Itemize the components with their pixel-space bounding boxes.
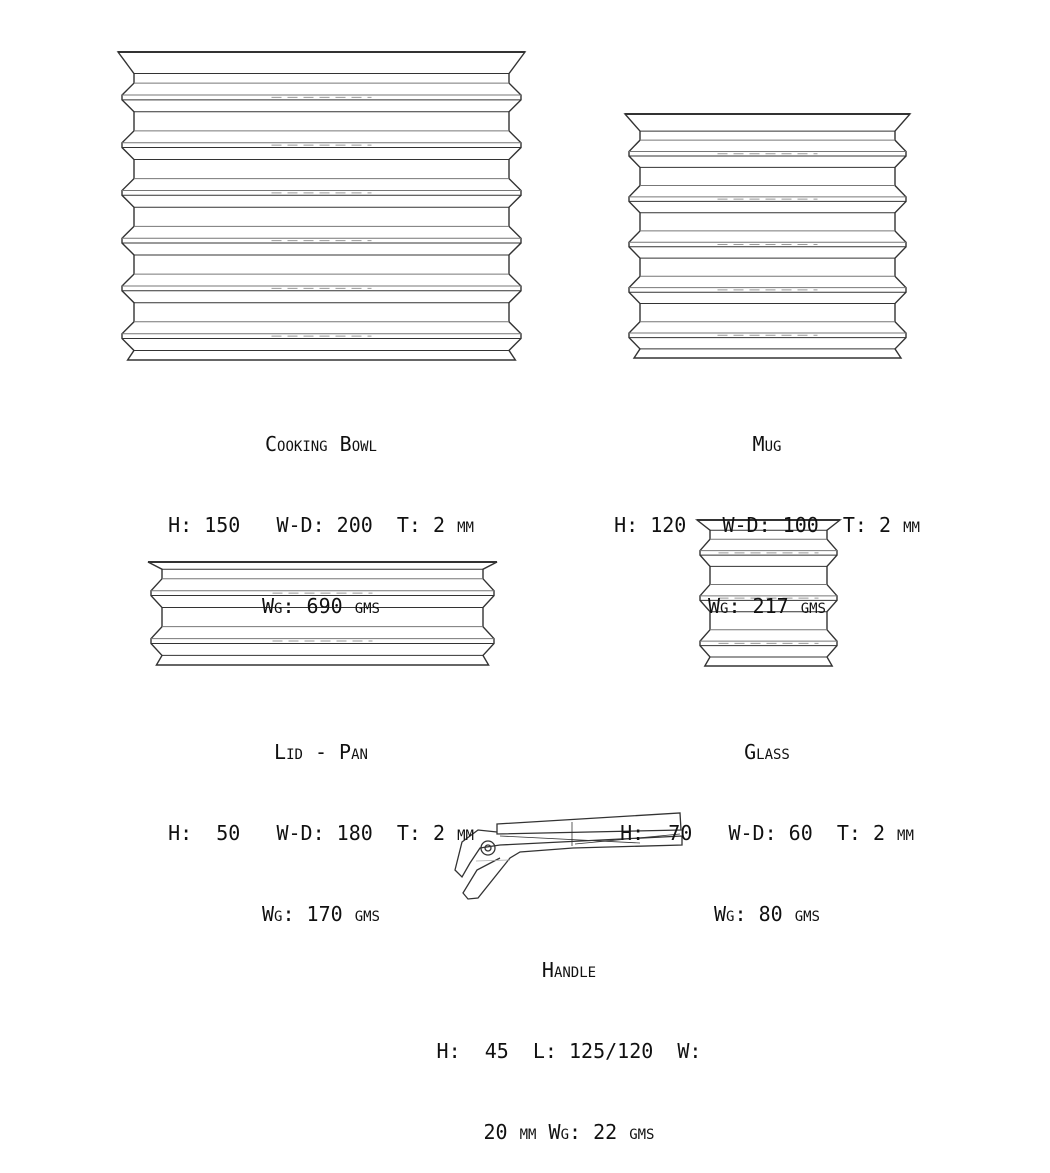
handle-label: Handle H: 45 L: 125/120 W: 20 mm Wg: 22 … — [437, 903, 702, 1173]
cooking-bowl-title: Cooking Bowl — [265, 432, 377, 456]
handle-dimensions: H: 45 L: 125/120 W: — [436, 1039, 702, 1063]
product-drawings — [116, 51, 912, 900]
lid-pan-title: Lid - Pan — [274, 740, 368, 764]
mug-title: Mug — [752, 432, 782, 456]
container-outline — [116, 51, 527, 361]
cooking-bowl-drawing — [116, 51, 527, 361]
mug-label: Mug H: 120 W-D: 100 T: 2 mm Wg: 217 gms — [614, 377, 920, 647]
cooking-bowl-weight: Wg: 690 gms — [261, 594, 380, 618]
cooking-bowl-label: Cooking Bowl H: 150 W-D: 200 T: 2 mm Wg:… — [168, 377, 474, 647]
container-outline — [147, 561, 498, 666]
cooking-bowl-dimensions: H: 150 W-D: 200 T: 2 mm — [168, 513, 474, 537]
glass-weight: Wg: 80 gms — [714, 902, 820, 926]
lid-pan-drawing — [147, 561, 498, 666]
mug-drawing — [623, 113, 912, 359]
glass-label: Glass H: 70 W-D: 60 T: 2 mm Wg: 80 gms — [620, 685, 914, 955]
glass-drawing — [694, 519, 843, 667]
handle-title: Handle — [541, 958, 597, 982]
lid-pan-dimensions: H: 50 W-D: 180 T: 2 mm — [168, 821, 474, 845]
mug-weight: Wg: 217 gms — [707, 594, 826, 618]
lid-pan-weight: Wg: 170 gms — [261, 902, 380, 926]
glass-dimensions: H: 70 W-D: 60 T: 2 mm — [620, 821, 914, 845]
lid-pan-label: Lid - Pan H: 50 W-D: 180 T: 2 mm Wg: 170… — [168, 685, 474, 955]
handle-drawing — [454, 812, 683, 900]
mug-dimensions: H: 120 W-D: 100 T: 2 mm — [614, 513, 920, 537]
handle-weight: 20 mm Wg: 22 gms — [483, 1120, 655, 1144]
container-outline — [623, 113, 912, 359]
glass-title: Glass — [744, 740, 790, 764]
